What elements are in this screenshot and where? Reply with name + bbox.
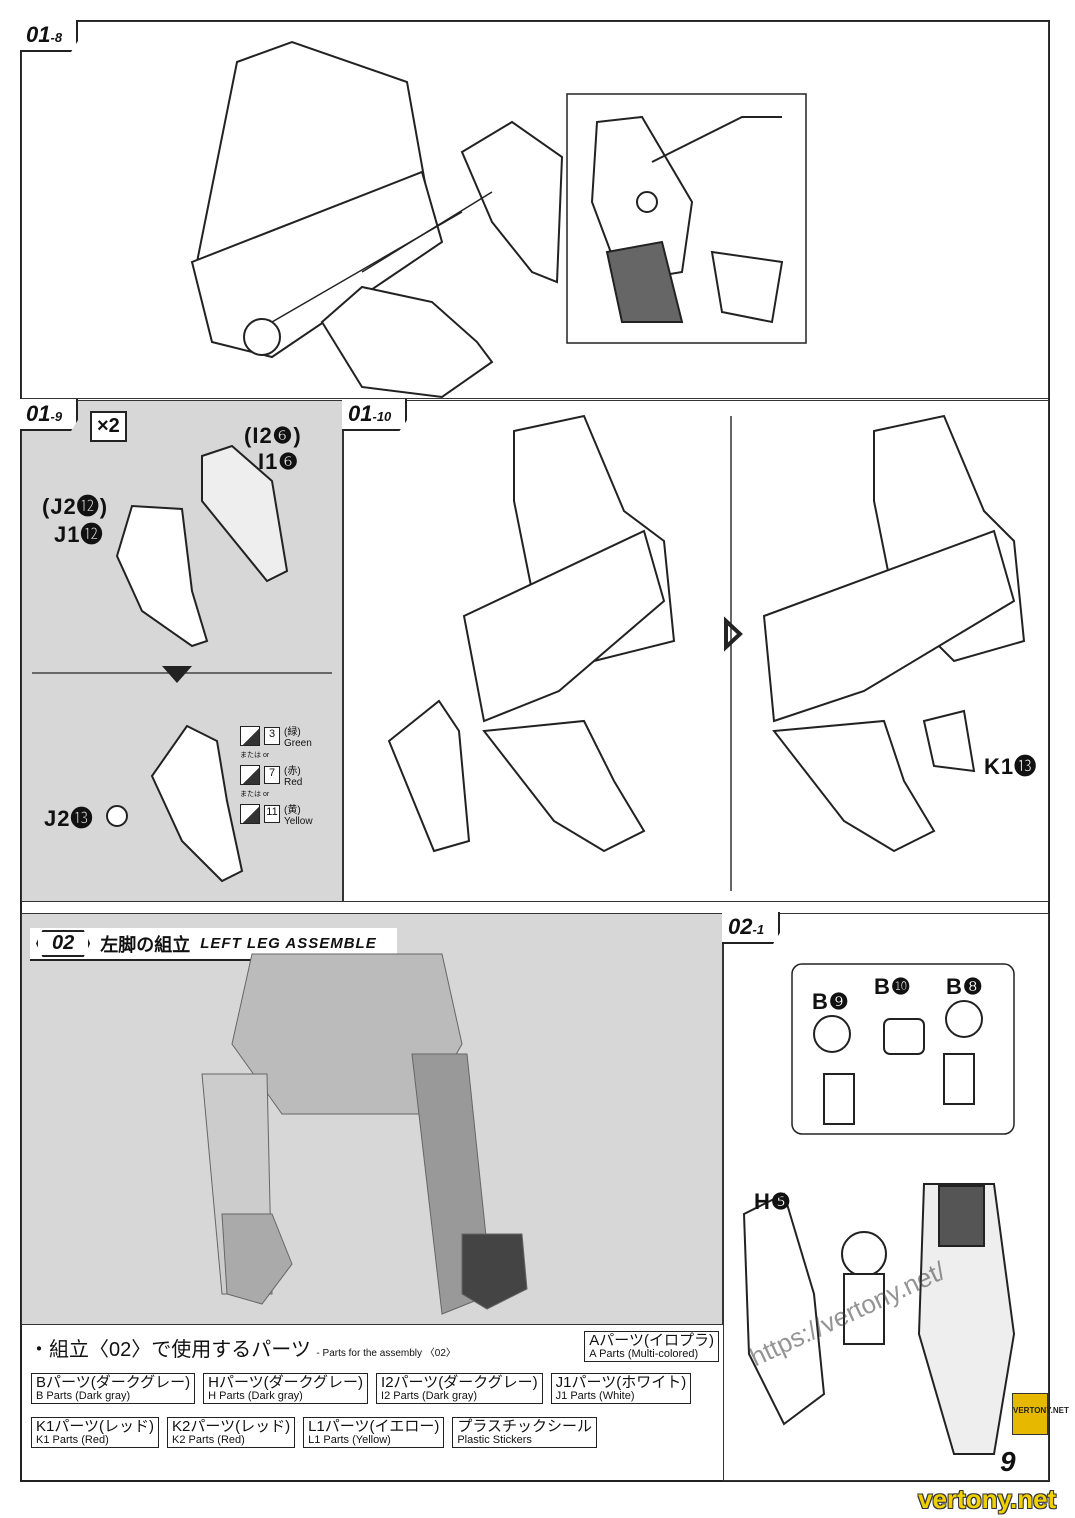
step-02-1-panel: 02-1 B❾ B❿ B❽ H❺	[722, 912, 1049, 1481]
step-tag: 02-1	[722, 912, 781, 944]
part-box-k2: K2パーツ(レッド)K2 Parts (Red)	[167, 1417, 296, 1449]
leg-armor-attach-drawing	[387, 414, 1026, 891]
part-box-h: Hパーツ(ダークグレー)H Parts (Dark gray)	[203, 1373, 369, 1405]
or-label: または or	[240, 752, 270, 759]
sticker-icon	[240, 804, 260, 824]
step-01-8-panel: 01-8	[20, 20, 1049, 399]
watermark-badge: VERTONY.NET	[1012, 1393, 1069, 1435]
part-box-k1: K1パーツ(レッド)K1 Parts (Red)	[31, 1417, 160, 1449]
sticker-option: 7(赤)Red	[240, 762, 313, 788]
part-label-j1: J1⓬	[54, 522, 104, 547]
or-label: または or	[240, 791, 270, 798]
step-tag: 01-8	[20, 20, 79, 52]
parts-row: Bパーツ(ダークグレー)B Parts (Dark gray) Hパーツ(ダーク…	[31, 1373, 719, 1405]
part-box-j1: J1パーツ(ホワイト)J1 Parts (White)	[550, 1373, 692, 1405]
parts-row: K1パーツ(レッド)K1 Parts (Red) K2パーツ(レッド)K2 Pa…	[31, 1417, 719, 1449]
sticker-option: 3(緑)Green	[240, 723, 313, 749]
part-box-l1: L1パーツ(イエロー)L1 Parts (Yellow)	[303, 1417, 445, 1449]
step-title-jp: 左脚の組立	[100, 934, 191, 955]
step-title-en: LEFT LEG ASSEMBLE	[200, 935, 377, 952]
sticker-icon	[240, 765, 260, 785]
leg-assembly-drawing	[190, 40, 807, 399]
part-label-j2: (J2⓬)	[42, 494, 109, 519]
step-01-10-panel: 01-10 K1⓭	[342, 399, 1049, 902]
watermark-footer: vertony.net	[918, 1484, 1057, 1514]
sticker-icon	[240, 726, 260, 746]
part-label-k1: K1⓭	[984, 754, 1038, 779]
parts-list: ・組立〈02〉で使用するパーツ - Parts for the assembly…	[21, 1325, 723, 1475]
sticker-option: 11(黄)Yellow	[240, 801, 313, 827]
part-label-b10: B❿	[874, 974, 912, 999]
part-label-b8: B❽	[946, 974, 984, 999]
part-label-i2: (I2❻)	[244, 423, 302, 448]
part-box-b: Bパーツ(ダークグレー)B Parts (Dark gray)	[31, 1373, 196, 1405]
part-label-b9: B❾	[812, 989, 850, 1014]
part-label-h5: H❺	[754, 1189, 792, 1214]
step-01-9-panel: 01-9 ×2 (I2❻) I1❻ (J2⓬) J1⓬ J2⓭ 3(緑)Gree…	[20, 399, 343, 902]
multiplier-badge: ×2	[90, 411, 127, 442]
step-tag: 01-10	[342, 399, 408, 431]
step-tag: 01-9	[20, 399, 79, 431]
part-label-j2-13: J2⓭	[44, 806, 94, 831]
parts-list-heading: ・組立〈02〉で使用するパーツ - Parts for the assembly…	[29, 1339, 456, 1361]
part-box-a: Aパーツ(イロプラ)A Parts (Multi-colored)	[584, 1331, 719, 1363]
step-02-panel: 02 左脚の組立 LEFT LEG ASSEMBLE	[21, 913, 723, 1325]
part-box-i2: I2パーツ(ダークグレー)I2 Parts (Dark gray)	[376, 1373, 543, 1405]
shoulder-armor-drawing	[32, 444, 332, 883]
sticker-options: 3(緑)Green または or 7(赤)Red または or 11(黄)Yel…	[240, 723, 313, 831]
model-photo	[201, 953, 528, 1315]
page-number: 9	[1000, 1446, 1016, 1477]
step-number: 02	[36, 930, 91, 957]
part-label-i1: I1❻	[258, 449, 300, 474]
knee-joint-drawing	[742, 963, 1016, 1455]
